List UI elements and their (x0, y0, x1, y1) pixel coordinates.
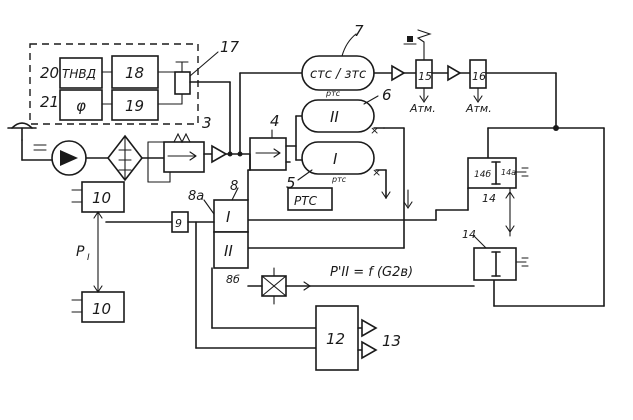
label-14-bottom: 14 (462, 228, 476, 241)
p1-label: Р (76, 244, 85, 260)
stc-ztc-label: стс / зтс (310, 67, 366, 82)
block-8-lower (213, 231, 249, 269)
cylinder-14-top (467, 157, 517, 189)
formula-label: Р'II = f (G2в) (330, 265, 413, 280)
svg-text:ртс: ртс (325, 89, 341, 98)
label-6: 6 (382, 86, 392, 104)
label-8: 8 (230, 179, 238, 194)
rtc-box-label: РТС (294, 194, 318, 208)
label-20: 20 (40, 64, 59, 82)
label-15: 15 (418, 70, 432, 83)
label-10-upper: 10 (92, 189, 111, 207)
cylinder-14-bottom (473, 247, 517, 281)
atm-label-1: Атм. (409, 102, 436, 115)
block-8-roman2: II (224, 242, 233, 260)
label-12: 12 (326, 330, 345, 348)
label-19: 19 (125, 97, 144, 115)
cylinder-6-roman: II (330, 108, 339, 126)
label-14a: 14а (501, 168, 516, 177)
label-5: 5 (286, 174, 296, 192)
cylinder-6 (301, 99, 375, 133)
phi-label: φ (76, 97, 86, 115)
label-16: 16 (472, 70, 486, 83)
atm-label-2: Атм. (465, 102, 492, 115)
svg-text:×: × (372, 166, 381, 179)
tnvd-label: ТНВД (62, 67, 96, 81)
label-8a: 8а (188, 189, 204, 204)
label-13: 13 (382, 332, 401, 350)
cylinder-5 (301, 141, 375, 175)
cylinder-5-roman: I (333, 150, 338, 168)
label-10-lower: 10 (92, 300, 111, 318)
label-3: 3 (202, 114, 212, 132)
reducer-3 (163, 141, 205, 173)
label-17: 17 (220, 38, 240, 56)
label-9: 9 (175, 217, 182, 230)
label-21: 21 (40, 93, 59, 111)
block-12 (315, 305, 359, 371)
block-4 (249, 137, 287, 171)
rtc-box (287, 187, 333, 211)
block-19 (111, 89, 159, 121)
label-4: 4 (270, 112, 280, 130)
label-18: 18 (125, 64, 144, 82)
block-8-upper (213, 199, 249, 233)
label-14b: 14б (474, 170, 491, 180)
svg-text:×: × (370, 124, 379, 137)
block-10-lower (81, 291, 125, 323)
rtc-small-label: ртс (331, 175, 347, 184)
label-14-top: 14 (482, 192, 496, 205)
dashed-group-frame (29, 43, 199, 125)
label-8b: 8б (226, 273, 240, 286)
tnvd-block (59, 57, 103, 89)
label-7: 7 (354, 22, 364, 40)
block-17 (174, 71, 191, 95)
phi-block (59, 89, 103, 121)
block-8-roman1: I (226, 208, 231, 226)
p1-subscript: I (87, 253, 90, 263)
block-10-upper (81, 181, 125, 213)
